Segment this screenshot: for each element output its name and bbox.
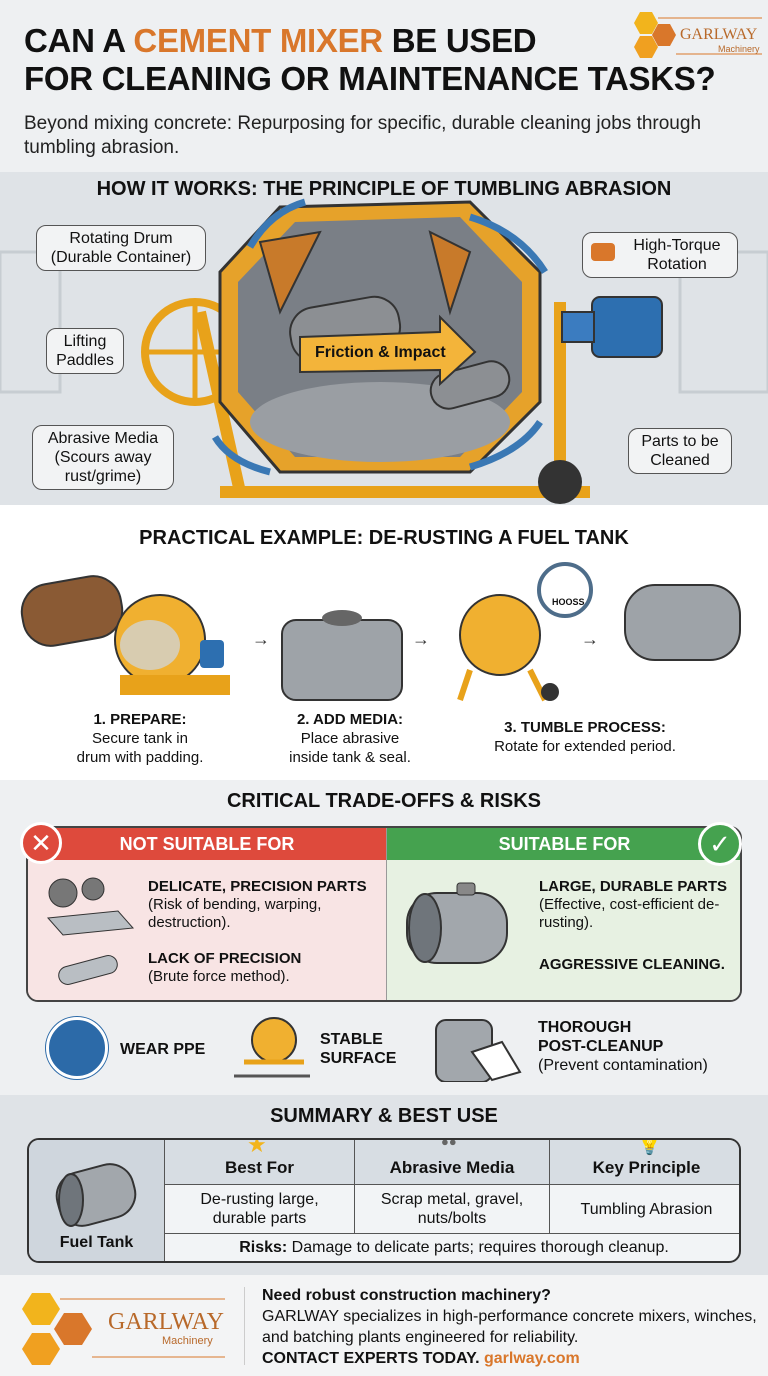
example-illustrations: → → → (20, 562, 741, 702)
suitable-item: LARGE, DURABLE PARTS(Effective, cost-eff… (539, 878, 728, 931)
safety-goggles-icon (46, 1017, 108, 1079)
header-logo: GARLWAY Machinery (628, 8, 764, 64)
fuel-tank-icon (55, 1163, 137, 1227)
suitable-item: AGGRESSIVE CLEANING. (539, 956, 725, 973)
not-suitable-item: LACK OF PRECISION(Brute force method). (148, 950, 302, 985)
how-it-works-section: HOW IT WORKS: THE PRINCIPLE OF TUMBLING … (0, 172, 768, 505)
logo-hexagons-icon (634, 12, 762, 58)
mixer-icon (234, 1017, 310, 1078)
section-heading: SUMMARY & BEST USE (270, 1105, 498, 1127)
footer-logo (22, 1293, 225, 1365)
not-suitable-panel: NOT SUITABLE FOR DELICATE, PRECISION PAR… (28, 828, 386, 1000)
page-title: CAN A CEMENT MIXER BE USED FOR CLEANING … (24, 22, 716, 97)
fuel-tank-cell: Fuel Tank (29, 1140, 164, 1261)
table-cell: Scrap metal, gravel,nuts/bolts (354, 1185, 549, 1234)
section-heading: PRACTICAL EXAMPLE: DE-RUSTING A FUEL TAN… (139, 527, 629, 549)
delicate-parts-icon (46, 877, 135, 985)
website-link[interactable]: garlway.com (483, 1350, 580, 1367)
title-highlight: CEMENT MIXER (133, 22, 383, 59)
footer: GARLWAY Machinery Need robust constructi… (0, 1275, 768, 1376)
lightbulb-icon: 💡 (637, 1138, 662, 1156)
column-header: Abrasive Media (354, 1140, 549, 1185)
footer-text: Need robust construction machinery? GARL… (262, 1287, 757, 1367)
motor-icon (591, 243, 615, 261)
svg-text:→: → (412, 629, 430, 649)
label-rotating-drum: Rotating Drum(Durable Container) (36, 225, 206, 271)
summary-table: Fuel Tank Best For Abrasive Media Key Pr… (27, 1138, 741, 1263)
footer-logo-tagline: Machinery (162, 1335, 213, 1347)
risks-row: Risks: Damage to delicate parts; require… (164, 1234, 739, 1261)
not-suitable-item: DELICATE, PRECISION PARTS(Risk of bendin… (148, 878, 367, 931)
column-header: Key Principle (549, 1140, 739, 1185)
practical-example-section: PRACTICAL EXAMPLE: DE-RUSTING A FUEL TAN… (0, 505, 768, 780)
column-header: Best For (164, 1140, 354, 1185)
fuel-tank-icon (406, 882, 508, 964)
svg-text:→: → (581, 629, 599, 649)
step-3-caption: 3. TUMBLE PROCESS:Rotate for extended pe… (494, 719, 676, 755)
check-icon: ✓ (698, 822, 742, 866)
section-heading: CRITICAL TRADE-OFFS & RISKS (226, 790, 542, 812)
section-heading: HOW IT WORKS: THE PRINCIPLE OF TUMBLING … (96, 178, 672, 200)
footer-divider (244, 1287, 245, 1365)
subtitle: Beyond mixing concrete: Repurposing for … (24, 113, 702, 158)
star-icon: ★ (247, 1138, 267, 1157)
table-cell: Tumbling Abrasion (549, 1185, 739, 1234)
stones-icon: ●● (441, 1138, 457, 1149)
timer-label: HOOSS (552, 597, 585, 607)
tradeoffs-panel: NOT SUITABLE FOR DELICATE, PRECISION PAR… (26, 826, 742, 1002)
footer-logo-name: GARLWAY (108, 1309, 225, 1335)
svg-text:→: → (252, 629, 270, 649)
mixer-illustration (0, 198, 768, 504)
wipe-cleanup-icon (435, 1019, 522, 1082)
wear-ppe-label: WEAR PPE (120, 1041, 206, 1058)
x-icon: ✕ (20, 822, 62, 864)
suitable-panel: SUITABLE FOR LARGE, DURABLE PARTS(Effect… (386, 828, 740, 1000)
friction-impact-label: Friction & Impact (315, 344, 446, 361)
table-cell: De-rusting large,durable parts (164, 1185, 354, 1234)
